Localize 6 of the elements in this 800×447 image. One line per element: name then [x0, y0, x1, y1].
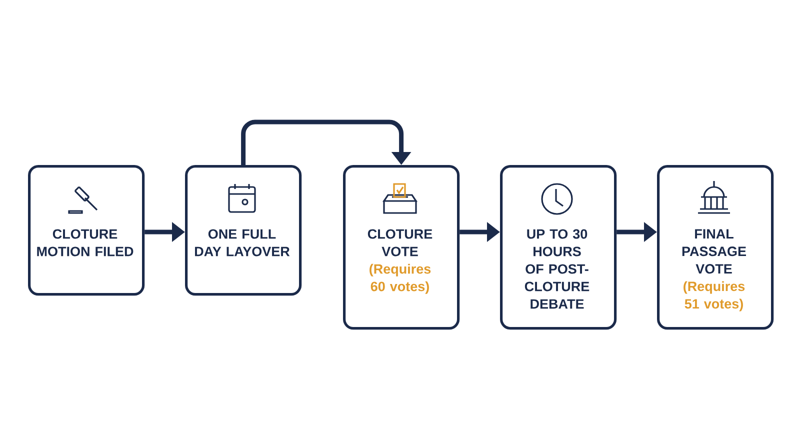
step-box: ONE FULL DAY LAYOVER — [185, 165, 302, 296]
step-box: CLOTURE MOTION FILED — [28, 165, 145, 296]
step-box: FINAL PASSAGE VOTE (Requires 51 votes) — [657, 165, 774, 330]
arrow — [241, 120, 412, 165]
step-box: UP TO 30 HOURS OF POST-CLOTURE DEBATE — [500, 165, 617, 330]
step-box: CLOTURE VOTE (Requires 60 votes) — [343, 165, 460, 330]
